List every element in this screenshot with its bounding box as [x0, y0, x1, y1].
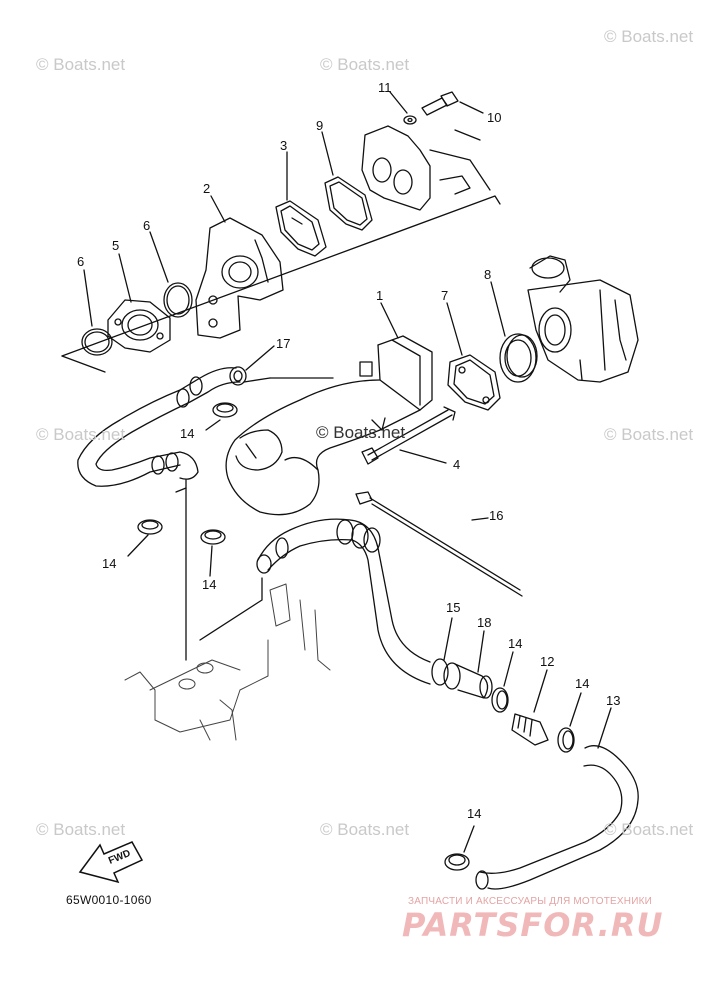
part-10-bolt	[421, 91, 459, 116]
callout-1: 1	[376, 288, 383, 303]
watermark: © Boats.net	[36, 55, 125, 74]
leader-line	[389, 91, 408, 114]
leader-line	[321, 131, 334, 176]
callout-10: 10	[487, 110, 501, 125]
callout-7: 7	[441, 288, 448, 303]
watermark: © Boats.net	[320, 55, 409, 74]
throttle-body	[527, 255, 639, 383]
watermark: © Boats.net	[604, 820, 693, 839]
leader-line	[149, 231, 169, 283]
callout-13: 13	[606, 693, 620, 708]
part-18-pipe	[454, 663, 493, 699]
leader-line	[459, 101, 484, 114]
part-8-seal-ring	[499, 333, 538, 383]
callout-14-d: 14	[508, 636, 522, 651]
leader-line	[471, 517, 489, 521]
assembly-boundary-line	[61, 195, 501, 357]
leader-line	[127, 534, 149, 557]
callout-14-c: 14	[202, 577, 216, 592]
leader-line	[245, 345, 275, 371]
part-14-clamp	[200, 529, 226, 545]
callout-15: 15	[446, 600, 460, 615]
assembly-boundary-line	[61, 355, 106, 373]
leader-line	[503, 651, 514, 687]
callout-14-a: 14	[180, 426, 194, 441]
callout-18: 18	[477, 615, 491, 630]
leader-line	[399, 449, 447, 464]
callout-6-upper: 6	[143, 218, 150, 233]
leader-line	[443, 617, 453, 661]
leader-line	[597, 707, 612, 749]
reference-line	[199, 577, 263, 641]
watermark: © Boats.net	[320, 820, 409, 839]
watermark-center: © Boats.net	[316, 423, 405, 442]
part-14-clamp	[444, 853, 470, 871]
part-14-clamp	[491, 687, 509, 713]
leader-line	[205, 419, 221, 431]
lower-hose-elbow	[256, 518, 381, 574]
callout-5: 5	[112, 238, 119, 253]
leader-line	[533, 669, 548, 713]
part-11-washer	[403, 115, 417, 125]
part-4-bolt	[361, 406, 456, 465]
leader-line	[118, 253, 132, 303]
engine-block	[124, 583, 331, 741]
leader-line	[477, 630, 485, 673]
upper-hose	[77, 367, 241, 487]
watermark: © Boats.net	[36, 820, 125, 839]
leader-line	[209, 545, 213, 577]
watermark: © Boats.net	[36, 425, 125, 444]
part-6-o-ring	[81, 328, 113, 356]
callout-6-lower: 6	[77, 254, 84, 269]
part-13-hose	[475, 745, 639, 890]
callout-8: 8	[484, 267, 491, 282]
part-14-clamp	[137, 519, 163, 535]
callout-17: 17	[276, 336, 290, 351]
part-14-clamp	[557, 727, 575, 753]
brand-logo: PARTSFOR.RU	[402, 906, 664, 944]
part-14-clamp	[212, 402, 238, 418]
callout-14-e: 14	[575, 676, 589, 691]
callout-11: 11	[378, 80, 392, 95]
callout-3: 3	[280, 138, 287, 153]
part-16-cable-tie	[355, 491, 523, 597]
part-6-o-ring	[163, 282, 193, 318]
drawing-code: 65W0010-1060	[66, 893, 152, 907]
leader-line	[490, 281, 506, 337]
part-1-silencer	[225, 335, 433, 516]
watermark: © Boats.net	[604, 27, 693, 46]
watermark: © Boats.net	[604, 425, 693, 444]
brand-subtitle: ЗАПЧАСТИ И АКСЕССУАРЫ ДЛЯ МОТОТЕХНИКИ	[408, 896, 653, 907]
manifold-flange	[361, 125, 491, 211]
leader-line	[463, 825, 475, 853]
leader-line	[380, 302, 399, 339]
leader-line	[210, 195, 226, 223]
part-15-hose	[349, 519, 461, 690]
part-5-flange	[107, 299, 171, 353]
part-2-spacer	[195, 217, 284, 339]
leader-line	[83, 269, 93, 327]
part-3-gasket	[275, 200, 327, 257]
part-9-gasket	[324, 176, 373, 231]
leader-line	[446, 302, 463, 356]
part-12-valve	[511, 713, 549, 746]
leader-line	[243, 377, 271, 383]
leader-line	[569, 692, 582, 727]
callout-14-b: 14	[102, 556, 116, 571]
callout-9: 9	[316, 118, 323, 133]
callout-2: 2	[203, 181, 210, 196]
callout-12: 12	[540, 654, 554, 669]
callout-4: 4	[453, 457, 460, 472]
callout-16: 16	[489, 508, 503, 523]
part-7-clamp	[447, 354, 501, 411]
callout-14-f: 14	[467, 806, 481, 821]
fwd-arrow-icon: FWD	[78, 841, 144, 884]
part-17-grommet	[229, 366, 247, 386]
